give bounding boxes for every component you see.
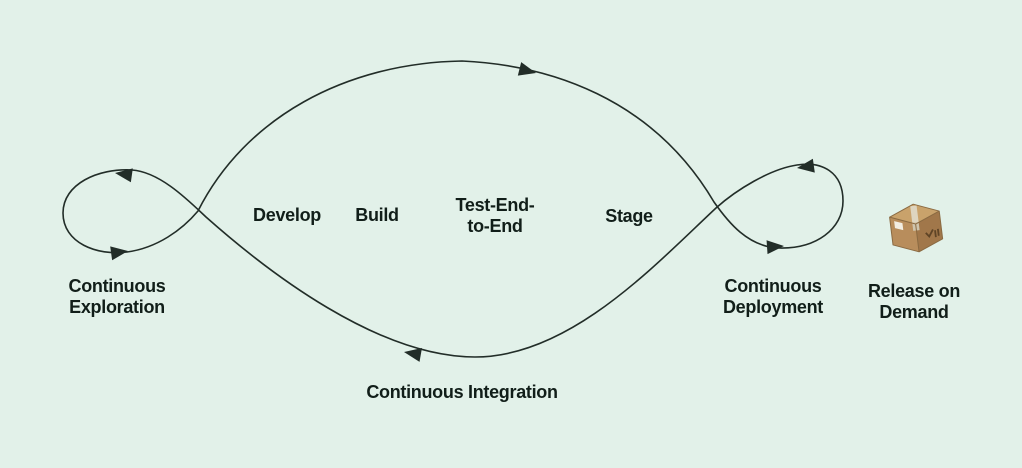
label-continuous-deployment: Continuous Deployment (722, 276, 824, 317)
box-check-mark (925, 229, 934, 238)
arrow-right-loop-top (797, 158, 815, 173)
arrow-left-loop-bottom (110, 246, 128, 261)
arrow-right-loop-bottom (766, 240, 784, 255)
pipeline-flow-path (62, 60, 844, 358)
label-release-on-demand: Release on Demand (867, 281, 961, 322)
arrow-top-arc (517, 62, 536, 76)
box-bar-marks (934, 228, 940, 238)
box-outline (889, 203, 944, 253)
arrowheads (110, 62, 815, 362)
arrow-bottom-arc (404, 348, 422, 362)
box-shipping-label (894, 221, 904, 231)
label-continuous-exploration: Continuous Exploration (68, 276, 166, 317)
package-box-icon (889, 203, 944, 253)
label-stage-stage: Stage (605, 206, 653, 226)
label-stage-build: Build (355, 205, 399, 225)
box-side-face (915, 211, 943, 252)
arrow-left-loop-top (115, 168, 133, 183)
label-stage-develop: Develop (253, 205, 321, 225)
box-tape-top (910, 205, 919, 223)
label-stage-test-end-to-end: Test-End- to-End (455, 195, 535, 236)
label-continuous-integration: Continuous Integration (366, 382, 558, 402)
